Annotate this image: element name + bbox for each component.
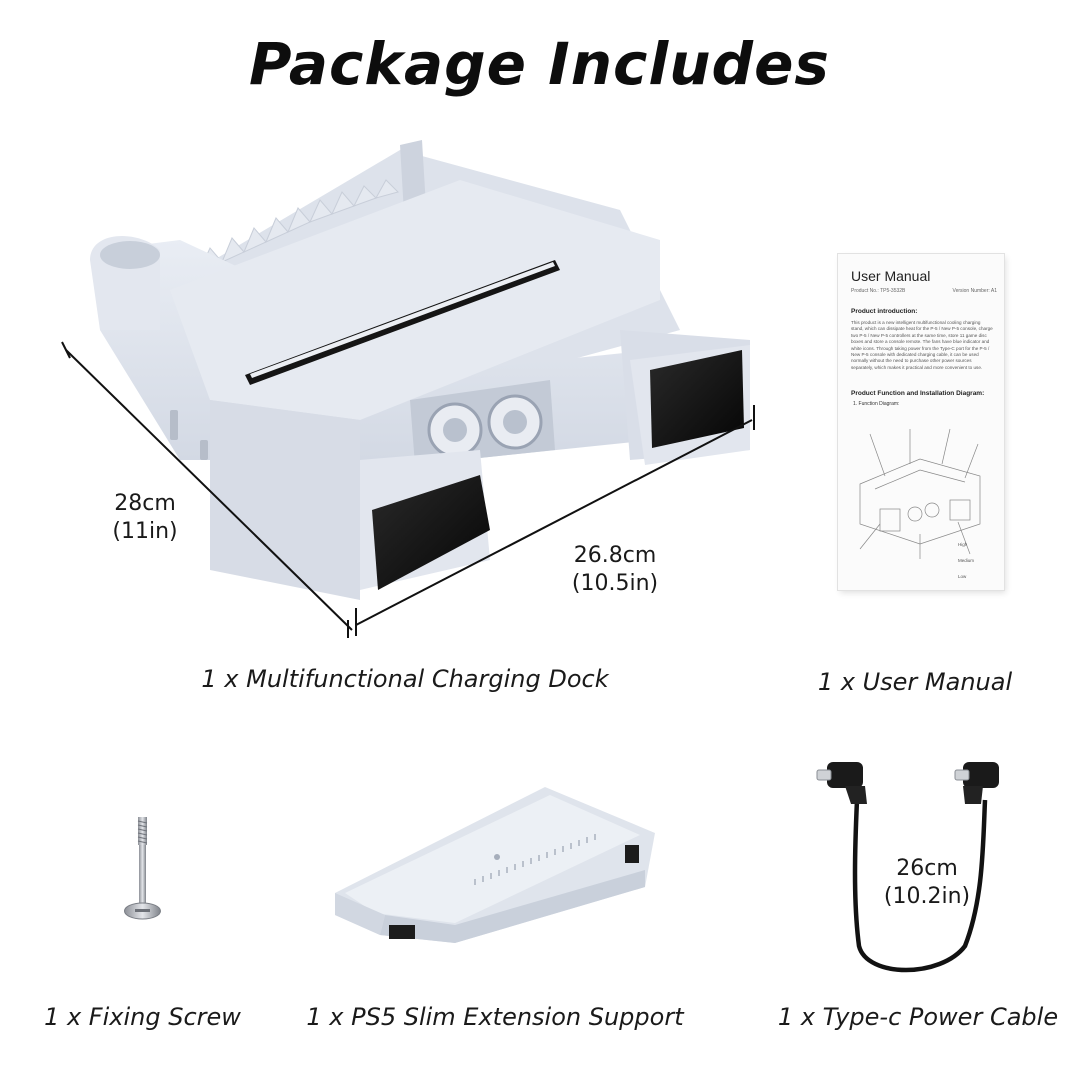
manual-diagram <box>859 428 981 559</box>
manual-version: Version Number: A1 <box>952 288 997 294</box>
manual-title: User Manual <box>851 268 931 284</box>
caption-extension-support: 1 x PS5 Slim Extension Support <box>306 1003 684 1031</box>
caption-fixing-screw: 1 x Fixing Screw <box>44 1003 241 1031</box>
manual-meta: Product No.: TP5-3532B Version Number: A… <box>851 288 997 294</box>
dock-width-in: (10.5in) <box>571 571 659 596</box>
dock-depth-label: 28cm (11in) <box>95 490 195 546</box>
cable-length-cm: 26cm <box>896 856 958 881</box>
caption-user-manual: 1 x User Manual <box>817 668 1013 696</box>
cable-length-in: (10.2in) <box>883 884 971 909</box>
dock-width-cm: 26.8cm <box>573 543 657 568</box>
charging-dock-image <box>61 140 755 638</box>
manual-legend-low: Low <box>958 574 967 579</box>
manual-section-1-body: This product is a new intelligent multif… <box>851 320 993 370</box>
type-c-cable-image <box>816 762 999 973</box>
dock-width-label: 26.8cm (10.5in) <box>555 542 675 598</box>
manual-sub-1: 1. Function Diagram: <box>853 401 900 407</box>
caption-type-c-cable: 1 x Type-c Power Cable <box>777 1003 1059 1031</box>
dock-depth-cm: 28cm <box>114 491 176 516</box>
manual-section-2: Product Function and Installation Diagra… <box>851 390 985 397</box>
manual-section-1: Product introduction: <box>851 308 918 315</box>
dock-depth-in: (11in) <box>112 519 178 544</box>
page-title: Package Includes <box>249 30 830 98</box>
caption-charging-dock: 1 x Multifunctional Charging Dock <box>201 665 609 693</box>
extension-support-image <box>335 787 655 943</box>
user-manual-image: User Manual Product No.: TP5-3532B Versi… <box>838 254 1004 590</box>
manual-legend-high: High <box>958 542 968 547</box>
cable-length-label: 26cm (10.2in) <box>872 855 982 911</box>
fixing-screw-image <box>124 817 161 920</box>
manual-product-no: Product No.: TP5-3532B <box>851 288 906 294</box>
manual-legend-medium: Medium <box>958 558 975 563</box>
